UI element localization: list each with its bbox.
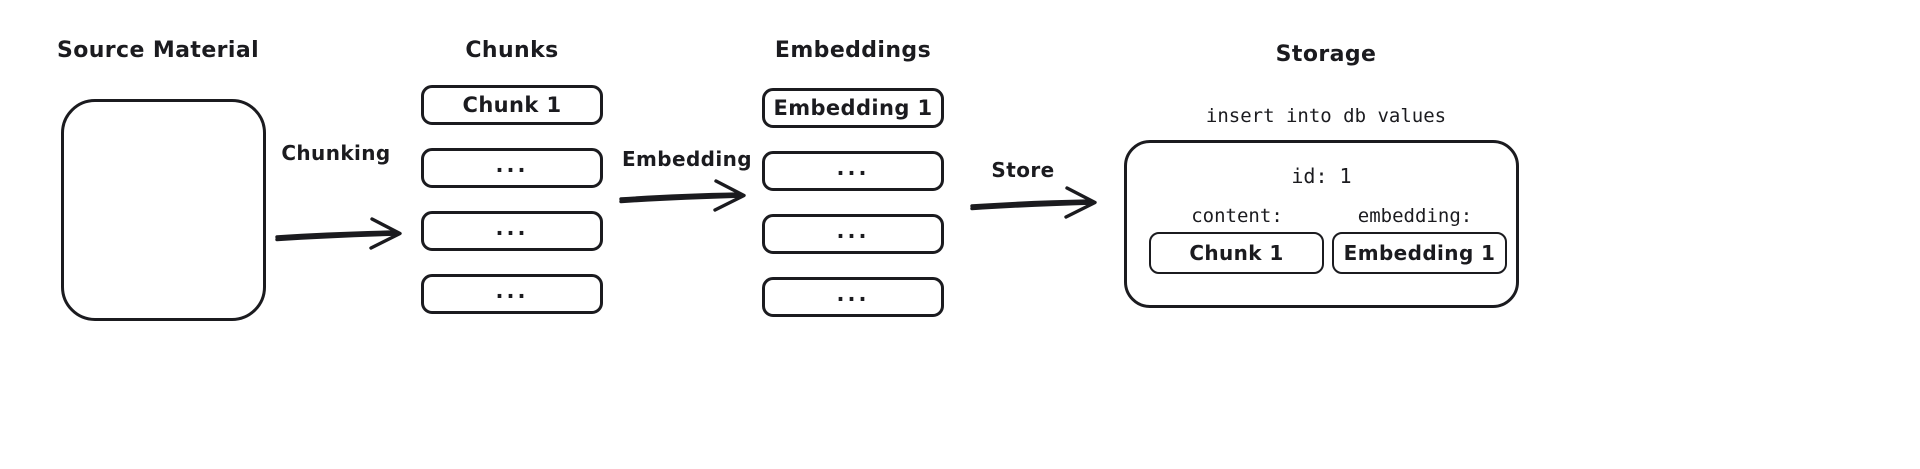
chunk-card-label: ...	[495, 278, 529, 303]
arrow-label-embedding: Embedding	[621, 147, 753, 171]
embedding-card-label: ...	[836, 281, 870, 306]
column-title-embeddings: Embeddings	[774, 38, 932, 63]
embedding-card-2: ...	[762, 151, 944, 191]
source-material-box	[61, 99, 266, 321]
arrow-store-icon	[970, 186, 1097, 219]
embedding-card-label: Embedding 1	[773, 95, 933, 120]
embedding-card-1: Embedding 1	[762, 88, 944, 128]
embedding-card-label: ...	[836, 218, 870, 243]
chunk-card-4: ...	[421, 274, 603, 314]
storage-sql-caption: insert into db values	[1205, 105, 1447, 127]
chunk-card-label: Chunk 1	[462, 92, 562, 117]
storage-id-value: id: 1	[1291, 164, 1352, 188]
storage-field-value-embedding-box: Embedding 1	[1332, 232, 1507, 274]
column-title-storage: Storage	[1275, 42, 1377, 67]
chunk-card-label: ...	[495, 152, 529, 177]
storage-field-value-embedding: Embedding 1	[1343, 241, 1496, 265]
storage-field-value-content: Chunk 1	[1189, 241, 1284, 265]
column-title-chunks: Chunks	[465, 38, 559, 63]
chunk-card-1: Chunk 1	[421, 85, 603, 125]
arrow-label-store: Store	[991, 158, 1055, 182]
chunk-card-3: ...	[421, 211, 603, 251]
chunk-card-label: ...	[495, 215, 529, 240]
storage-record-card: id: 1 content: Chunk 1 embedding: Embedd…	[1124, 140, 1519, 308]
storage-field-value-content-box: Chunk 1	[1149, 232, 1324, 274]
embedding-card-4: ...	[762, 277, 944, 317]
arrow-embedding-icon	[619, 179, 746, 212]
chunk-card-2: ...	[421, 148, 603, 188]
column-title-source-material: Source Material	[56, 38, 260, 63]
embedding-card-label: ...	[836, 155, 870, 180]
arrow-label-chunking: Chunking	[281, 141, 391, 165]
storage-field-label-embedding: embedding:	[1357, 205, 1473, 227]
embedding-card-3: ...	[762, 214, 944, 254]
arrow-chunking-icon	[275, 217, 402, 250]
storage-field-label-content: content:	[1191, 205, 1283, 227]
